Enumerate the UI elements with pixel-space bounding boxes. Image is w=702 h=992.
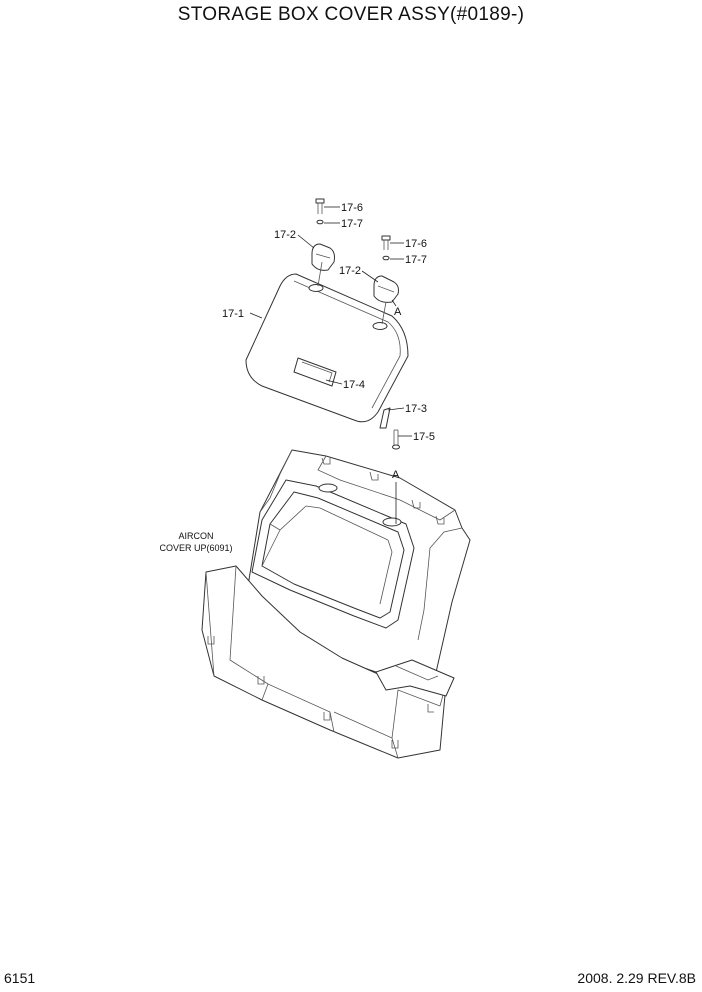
callout-hinge-left: 17-2	[274, 229, 296, 241]
leader-lines	[249, 206, 412, 524]
hinge-left-group	[311, 198, 335, 287]
note-line-1: AIRCON	[178, 531, 213, 541]
marker-a-lower: A	[392, 469, 400, 481]
callout-cover: 17-1	[222, 308, 244, 320]
callout-washer-left: 17-7	[341, 218, 363, 230]
callout-pin: 17-3	[405, 403, 427, 415]
callout-handle: 17-4	[343, 379, 365, 391]
cover-plate	[245, 273, 409, 423]
hinge-right-group	[373, 235, 399, 325]
handle-recess	[293, 357, 337, 387]
callout-hinge-right: 17-2	[339, 265, 361, 277]
callout-washer-right: 17-7	[405, 254, 427, 266]
pin-and-screw	[379, 407, 400, 450]
marker-a-upper: A	[394, 306, 402, 318]
callout-bolt-left: 17-6	[341, 202, 363, 214]
page-number: 6151	[4, 970, 36, 986]
storage-box-housing	[201, 449, 471, 759]
callout-screw: 17-5	[413, 431, 435, 443]
revision-date: 2008. 2.29 REV.8B	[577, 970, 696, 986]
callout-bolt-right: 17-6	[405, 238, 427, 250]
note-line-2: COVER UP(6091)	[159, 543, 232, 553]
page-title: STORAGE BOX COVER ASSY(#0189-)	[177, 4, 525, 25]
